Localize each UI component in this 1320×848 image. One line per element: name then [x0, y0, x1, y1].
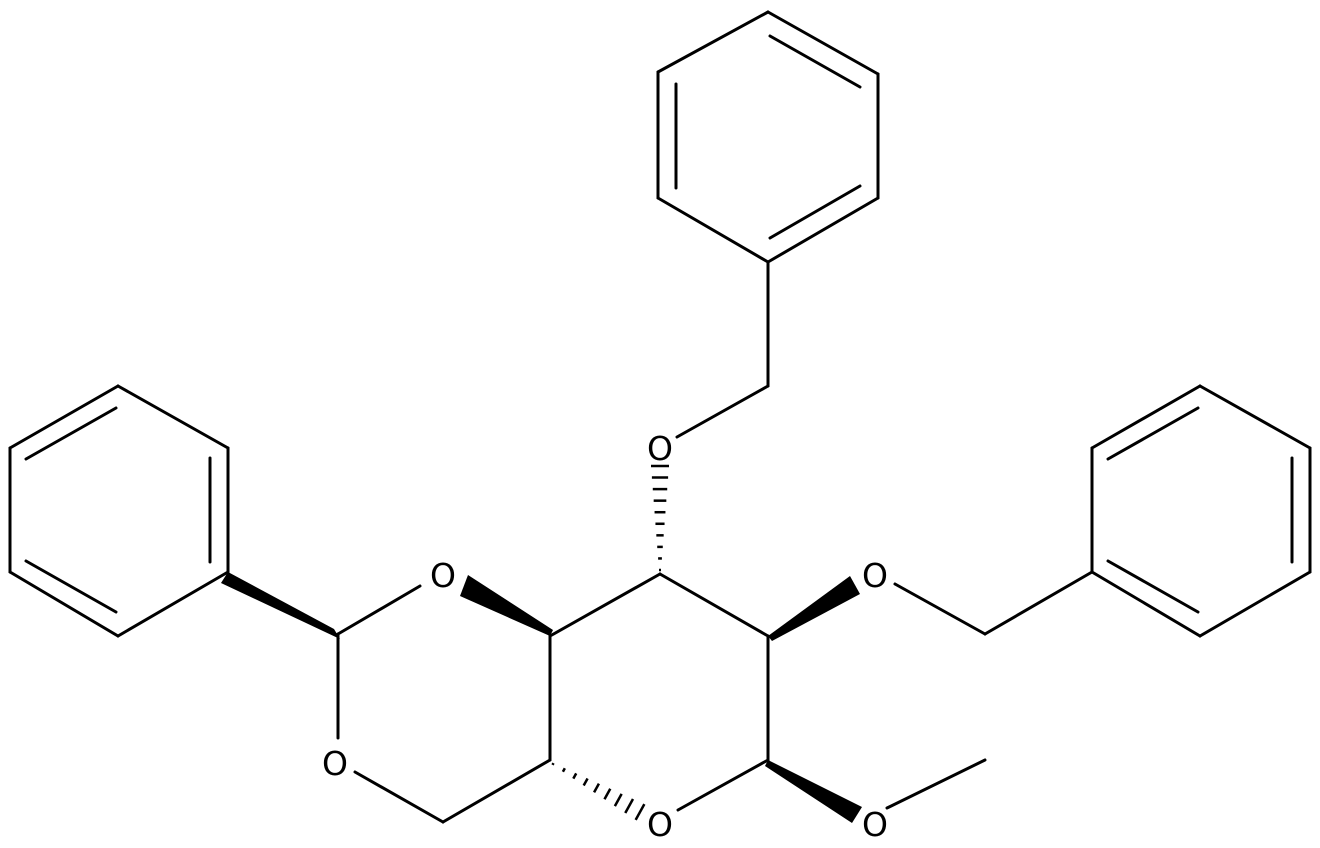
- hash-stroke: [592, 783, 601, 793]
- atom-label-o: O: [862, 805, 888, 844]
- aromatic-inner-bond: [768, 184, 862, 240]
- bond: [658, 572, 770, 638]
- bond: [353, 770, 445, 824]
- hash-stroke: [572, 772, 578, 780]
- bond: [656, 10, 770, 74]
- bond: [336, 584, 422, 636]
- atom-label-o: O: [430, 556, 456, 595]
- atom-label-o: O: [647, 805, 673, 844]
- bond: [8, 384, 120, 450]
- upper-phenyl-ring: [656, 10, 880, 264]
- aromatic-inner-bond: [24, 406, 118, 461]
- aromatic-inner-bond: [1106, 559, 1200, 614]
- right-phenyl-ring: [1090, 384, 1312, 638]
- hashed-bonds: [551, 464, 669, 821]
- aromatic-inner-bond: [24, 559, 118, 614]
- atom-label-o: O: [862, 556, 888, 595]
- left-phenyl-ring: [8, 384, 230, 638]
- wedge-bond: [460, 575, 553, 636]
- bond: [1090, 570, 1202, 638]
- hash-stroke: [624, 798, 635, 814]
- wedge-bond: [768, 576, 860, 641]
- hash-stroke: [603, 788, 612, 800]
- bond: [441, 758, 552, 824]
- aromatic-inner-bond: [768, 34, 862, 89]
- bond: [116, 384, 230, 450]
- bond: [766, 196, 880, 264]
- hash-stroke: [561, 767, 566, 773]
- wedge-bond: [765, 760, 862, 823]
- bond: [766, 10, 880, 76]
- bond: [983, 570, 1094, 636]
- bond: [656, 196, 770, 264]
- bond: [548, 572, 662, 638]
- bond: [1090, 384, 1202, 450]
- bond: [116, 570, 230, 638]
- hash-stroke: [613, 793, 623, 807]
- bond: [8, 570, 120, 638]
- bond: [676, 758, 770, 812]
- bond: [675, 384, 770, 439]
- atom-label-o: O: [647, 429, 673, 468]
- aromatic-inner-bond: [1106, 406, 1200, 461]
- bond: [1198, 384, 1312, 450]
- hash-stroke: [551, 762, 555, 766]
- atom-label-o: O: [322, 744, 348, 783]
- bond: [893, 582, 987, 636]
- hash-stroke: [634, 803, 646, 821]
- wedge-bond: [221, 572, 340, 639]
- hash-stroke: [582, 777, 589, 787]
- bond: [885, 758, 987, 810]
- bond: [1198, 570, 1312, 638]
